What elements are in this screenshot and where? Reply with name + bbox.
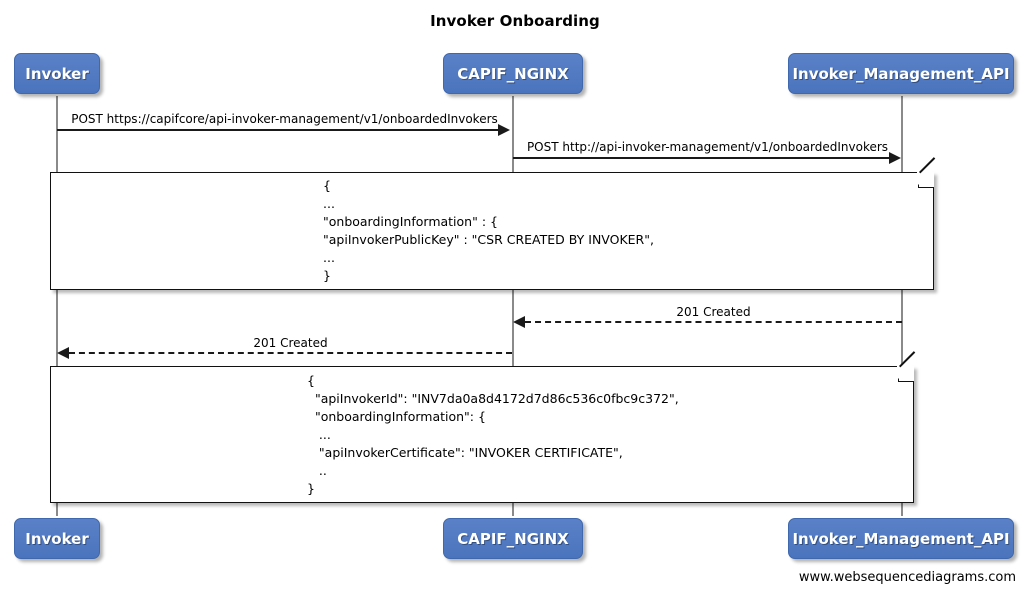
note-line: } (307, 480, 315, 496)
arrow-head-right-icon-1 (498, 124, 510, 136)
participant-label: CAPIF_NGINX (457, 529, 569, 548)
page-title: Invoker Onboarding (430, 12, 600, 30)
note-line: ... (323, 250, 335, 265)
note-line: "apiInvokerId": "INV7da0a8d4172d7d86c536… (307, 390, 679, 406)
message-line-3 (525, 321, 902, 323)
note-line: { (307, 372, 315, 388)
message-label-2: POST http://api-invoker-management/v1/on… (526, 140, 889, 154)
note-line: "onboardingInformation" : { (323, 214, 498, 229)
note-line: ... (323, 196, 335, 211)
message-label-1: POST https://capifcore/api-invoker-manag… (71, 112, 498, 126)
message-line-1 (57, 129, 500, 131)
message-label-4: 201 Created (253, 336, 328, 350)
lifeline-invoker-management-api (901, 96, 903, 516)
note-content: { "apiInvokerId": "INV7da0a8d4172d7d86c5… (51, 367, 1030, 502)
message-line-4 (69, 352, 512, 354)
participant-label: Invoker_Management_API (792, 529, 1010, 548)
note-fold-corner-icon (917, 170, 934, 188)
arrow-head-left-icon-3 (513, 316, 525, 328)
note-line: } (323, 268, 331, 283)
participant-label: CAPIF_NGINX (457, 64, 569, 83)
participant-label: Invoker_Management_API (792, 64, 1010, 83)
arrow-head-right-icon-2 (889, 152, 901, 164)
note-line: "apiInvokerCertificate": "INVOKER CERTIF… (307, 444, 623, 460)
note-line: ... (307, 426, 331, 442)
footer-watermark: www.websequencediagrams.com (798, 570, 1016, 585)
note-content: { ... "onboardingInformation" : { "apiIn… (51, 173, 1030, 289)
lifeline-invoker (56, 96, 58, 516)
participant-invoker-bottom[interactable]: Invoker (14, 518, 100, 559)
participant-label: Invoker (25, 529, 89, 548)
note-line: "onboardingInformation": { (307, 408, 486, 424)
note-line: "apiInvokerPublicKey" : "CSR CREATED BY … (323, 232, 654, 247)
note-fold-corner-icon (897, 364, 914, 382)
participant-capif-nginx-bottom[interactable]: CAPIF_NGINX (443, 518, 583, 559)
participant-capif-nginx-top[interactable]: CAPIF_NGINX (443, 53, 583, 94)
participant-invoker-management-api-top[interactable]: Invoker_Management_API (788, 53, 1014, 94)
arrow-head-left-icon-4 (57, 347, 69, 359)
lifeline-capif-nginx (512, 96, 514, 516)
note-line: .. (307, 462, 327, 478)
participant-invoker-management-api-bottom[interactable]: Invoker_Management_API (788, 518, 1014, 559)
note-line: { (323, 178, 331, 193)
participant-label: Invoker (25, 64, 89, 83)
message-label-3: 201 Created (676, 305, 751, 319)
message-line-2 (513, 157, 890, 159)
note-request-body: { ... "onboardingInformation" : { "apiIn… (50, 170, 934, 290)
note-response-body: { "apiInvokerId": "INV7da0a8d4172d7d86c5… (50, 364, 914, 503)
participant-invoker-top[interactable]: Invoker (14, 53, 100, 94)
